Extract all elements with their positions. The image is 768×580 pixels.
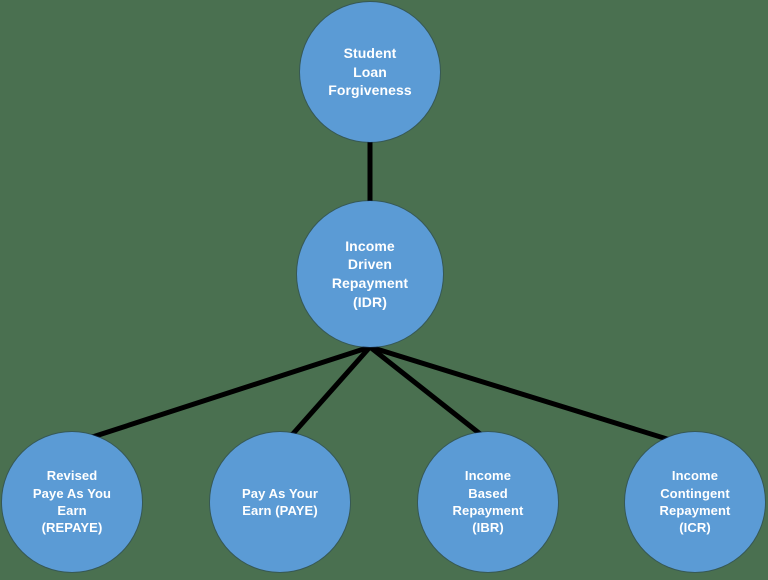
node-label-idr: Income Driven Repayment (IDR) [331, 237, 409, 310]
edge-idr-to-repaye [79, 344, 371, 444]
node-student-loan-forgiveness[interactable]: Student Loan Forgiveness [300, 2, 440, 142]
node-paye[interactable]: Pay As Your Earn (PAYE) [210, 432, 350, 572]
edge-idr-to-icr [369, 344, 681, 446]
node-repaye[interactable]: Revised Paye As You Earn (REPAYE) [2, 432, 142, 572]
edge-idr-to-paye [289, 345, 372, 438]
node-label-root: Student Loan Forgiveness [328, 44, 412, 99]
edge-idr-to-ibr [368, 345, 486, 439]
node-ibr[interactable]: Income Based Repayment (IBR) [418, 432, 558, 572]
node-label-repaye: Revised Paye As You Earn (REPAYE) [32, 468, 112, 536]
node-icr[interactable]: Income Contingent Repayment (ICR) [625, 432, 765, 572]
node-income-driven-repayment[interactable]: Income Driven Repayment (IDR) [297, 201, 443, 347]
node-label-ibr: Income Based Repayment (IBR) [452, 468, 524, 536]
node-label-icr: Income Contingent Repayment (ICR) [659, 468, 731, 536]
node-label-paye: Pay As Your Earn (PAYE) [241, 485, 318, 518]
